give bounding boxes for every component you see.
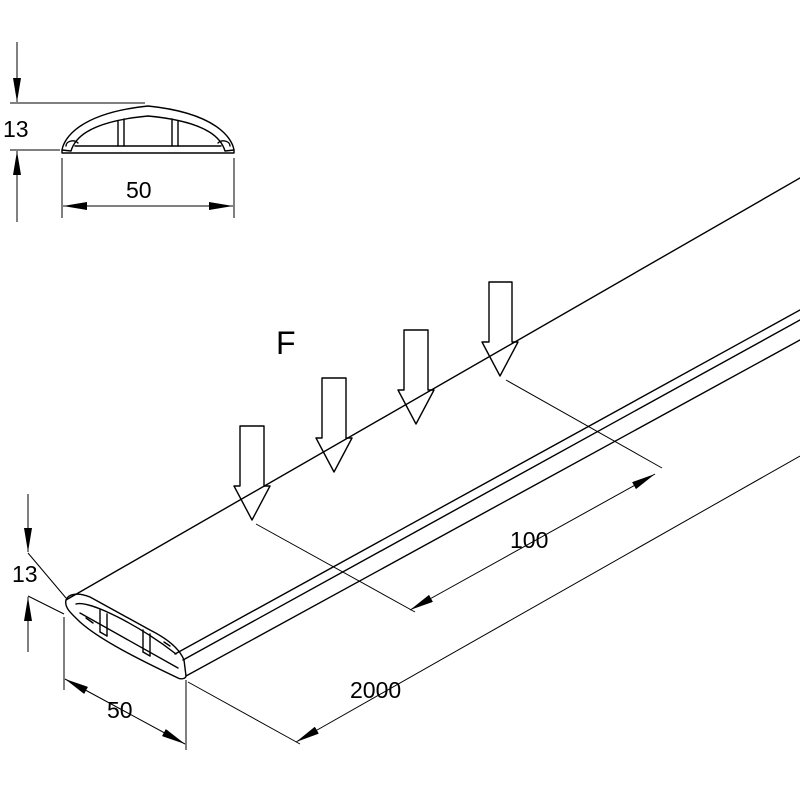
duct-end-face — [65, 593, 187, 680]
iso-height-label: 13 — [12, 561, 38, 587]
spacing-label: 100 — [510, 527, 548, 553]
cross-section-height-label: 13 — [3, 116, 29, 142]
length-label: 2000 — [350, 677, 401, 703]
force-arrow-2 — [315, 377, 353, 473]
force-arrow-3 — [397, 329, 435, 425]
cross-section-width-label: 50 — [126, 177, 152, 203]
duct-groove-line — [174, 309, 800, 655]
profile-base — [61, 145, 235, 154]
cross-section-view: 13 50 — [3, 42, 235, 222]
force-label: F — [276, 325, 296, 361]
duct-end-ribs — [99, 609, 151, 657]
force-arrow-4 — [481, 281, 519, 377]
force-arrows — [233, 281, 519, 521]
isometric-view: F 100 2000 13 50 — [12, 177, 800, 750]
duct-top-ridge — [65, 177, 800, 601]
force-arrow-1 — [233, 425, 271, 521]
iso-width-label: 50 — [107, 697, 133, 723]
profile-outline — [61, 105, 235, 152]
profile-ribs — [117, 118, 179, 147]
